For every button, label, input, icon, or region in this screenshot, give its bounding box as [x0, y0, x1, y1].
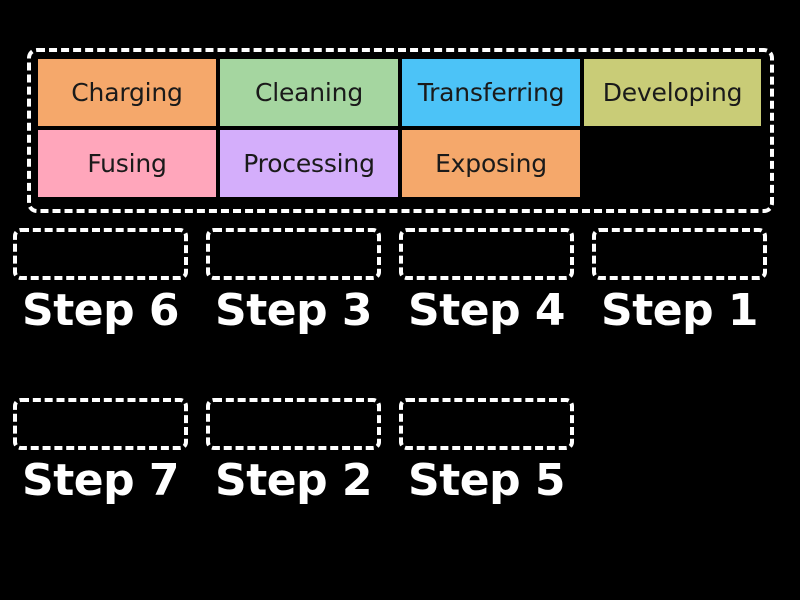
drop-zone-step-1[interactable]	[592, 228, 767, 280]
word-tile-transferring[interactable]: Transferring	[402, 59, 580, 126]
word-tile-label: Exposing	[435, 149, 547, 178]
drop-zone-step-5[interactable]	[399, 398, 574, 450]
word-tile-fusing[interactable]: Fusing	[38, 130, 216, 197]
drop-zone-step-7[interactable]	[13, 398, 188, 450]
word-bank-row-2: Fusing Processing Exposing	[38, 130, 763, 197]
slot-step-6: Step 6	[8, 228, 193, 398]
slot-label-step-2: Step 2	[215, 455, 373, 506]
slot-row-1: Step 6 Step 3 Step 4 Step 1	[0, 228, 800, 398]
slot-step-2: Step 2	[201, 398, 386, 568]
word-tile-label: Transferring	[417, 78, 565, 107]
word-bank-row-1: Charging Cleaning Transferring Developin…	[38, 59, 763, 126]
word-tile-label: Processing	[243, 149, 375, 178]
slot-label-step-6: Step 6	[22, 285, 180, 336]
drop-zone-step-3[interactable]	[206, 228, 381, 280]
word-tile-label: Fusing	[87, 149, 167, 178]
word-tile-cleaning[interactable]: Cleaning	[220, 59, 398, 126]
slot-row-2: Step 7 Step 2 Step 5	[0, 398, 800, 568]
word-tile-label: Developing	[602, 78, 743, 107]
word-tile-processing[interactable]: Processing	[220, 130, 398, 197]
slot-step-4: Step 4	[394, 228, 579, 398]
answer-slots-area: Step 6 Step 3 Step 4 Step 1 Step 7 Step …	[0, 228, 800, 568]
slot-label-step-4: Step 4	[408, 285, 566, 336]
word-tile-label: Cleaning	[254, 78, 363, 107]
slot-label-step-7: Step 7	[22, 455, 180, 506]
slot-step-7: Step 7	[8, 398, 193, 568]
drop-zone-step-6[interactable]	[13, 228, 188, 280]
word-tile-charging[interactable]: Charging	[38, 59, 216, 126]
slot-step-3: Step 3	[201, 228, 386, 398]
drop-zone-step-2[interactable]	[206, 398, 381, 450]
slot-label-step-1: Step 1	[601, 285, 759, 336]
slot-label-step-3: Step 3	[215, 285, 373, 336]
drop-zone-step-4[interactable]	[399, 228, 574, 280]
word-bank-rows: Charging Cleaning Transferring Developin…	[38, 59, 763, 197]
word-tile-label: Charging	[71, 78, 183, 107]
word-tile-exposing[interactable]: Exposing	[402, 130, 580, 197]
slot-step-1: Step 1	[587, 228, 772, 398]
slot-label-step-5: Step 5	[408, 455, 566, 506]
word-tile-developing[interactable]: Developing	[584, 59, 761, 126]
word-bank: Charging Cleaning Transferring Developin…	[27, 48, 774, 213]
slot-step-5: Step 5	[394, 398, 579, 568]
